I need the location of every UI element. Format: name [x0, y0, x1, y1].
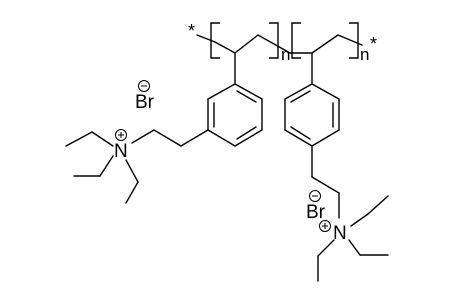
repeat-unit-1-subscript: n [281, 45, 290, 64]
backbone-bond-3 [257, 34, 291, 54]
ring-2-bond-a [311, 83, 340, 100]
ring-2-bond-d [284, 129, 313, 147]
backbone-bond-end-left [196, 34, 216, 43]
ring-2-double-2 [290, 126, 311, 140]
linker-1-bond-c [131, 129, 155, 144]
ethyl-2c-bond-1 [317, 239, 335, 257]
positive-charge-2-circle [319, 220, 331, 232]
ring-2-double-3 [290, 90, 311, 103]
backbone-bond-1 [214, 41, 236, 54]
ring-1-bond-c [234, 129, 263, 147]
end-group-right-star: * [370, 34, 377, 54]
ring-2-bond-c [311, 129, 340, 147]
bromide-1-label: Br [135, 92, 155, 113]
negative-charge-1-circle [138, 80, 150, 92]
backbone-bond-2 [234, 34, 259, 54]
ethyl-1c-bond-2 [125, 181, 139, 204]
bromide-counterion-2: Br [306, 190, 326, 223]
ethyl-linker-1 [131, 129, 209, 147]
ring-2-bond-f [284, 83, 313, 100]
ring-1-bond-a [234, 83, 263, 100]
benzene-ring-para [284, 52, 340, 147]
end-group-left-star: * [188, 21, 195, 41]
backbone-bond-5 [311, 34, 339, 54]
ethyl-1c-bond-1 [125, 159, 139, 183]
ethyl-1a-bond-1 [91, 131, 114, 147]
bracket-2-right [349, 22, 359, 59]
linker-2-bond-b [311, 176, 340, 194]
ethyl-2b-bond-1 [348, 239, 361, 256]
nitrogen-1-label: N [114, 141, 128, 162]
repeat-unit-2-brackets [291, 22, 359, 59]
ethyl-2a-bond-1 [350, 213, 369, 227]
repeat-unit-1-brackets [210, 22, 279, 59]
positive-charge-1-circle [115, 129, 127, 141]
bromide-2-label: Br [306, 202, 326, 223]
ring-1-double-1 [236, 90, 257, 103]
ethyl-1b-bond-1 [99, 155, 114, 177]
ammonium-group-1: N [65, 129, 139, 204]
benzene-ring-meta [207, 52, 263, 147]
bromide-counterion-1: Br [135, 80, 155, 113]
ring-1-bond-f [207, 83, 236, 100]
ethyl-1a-bond-2 [65, 131, 93, 147]
ring-1-bond-d [207, 129, 236, 147]
polymer-backbone [196, 34, 363, 54]
bracket-2-left [291, 22, 301, 59]
ring-1-double-2 [236, 126, 257, 140]
ammonium-group-2: N [317, 195, 389, 282]
ethyl-linker-2 [311, 145, 340, 219]
nitrogen-2-label: N [333, 223, 347, 244]
linker-1-bond-b [153, 129, 182, 147]
bracket-1-left [210, 22, 220, 59]
negative-charge-2-circle [309, 190, 321, 202]
ethyl-2a-bond-2 [367, 195, 389, 215]
bracket-1-right [269, 22, 279, 59]
repeat-unit-2-subscript: n [360, 45, 369, 64]
linker-1-bond-a [180, 129, 209, 147]
